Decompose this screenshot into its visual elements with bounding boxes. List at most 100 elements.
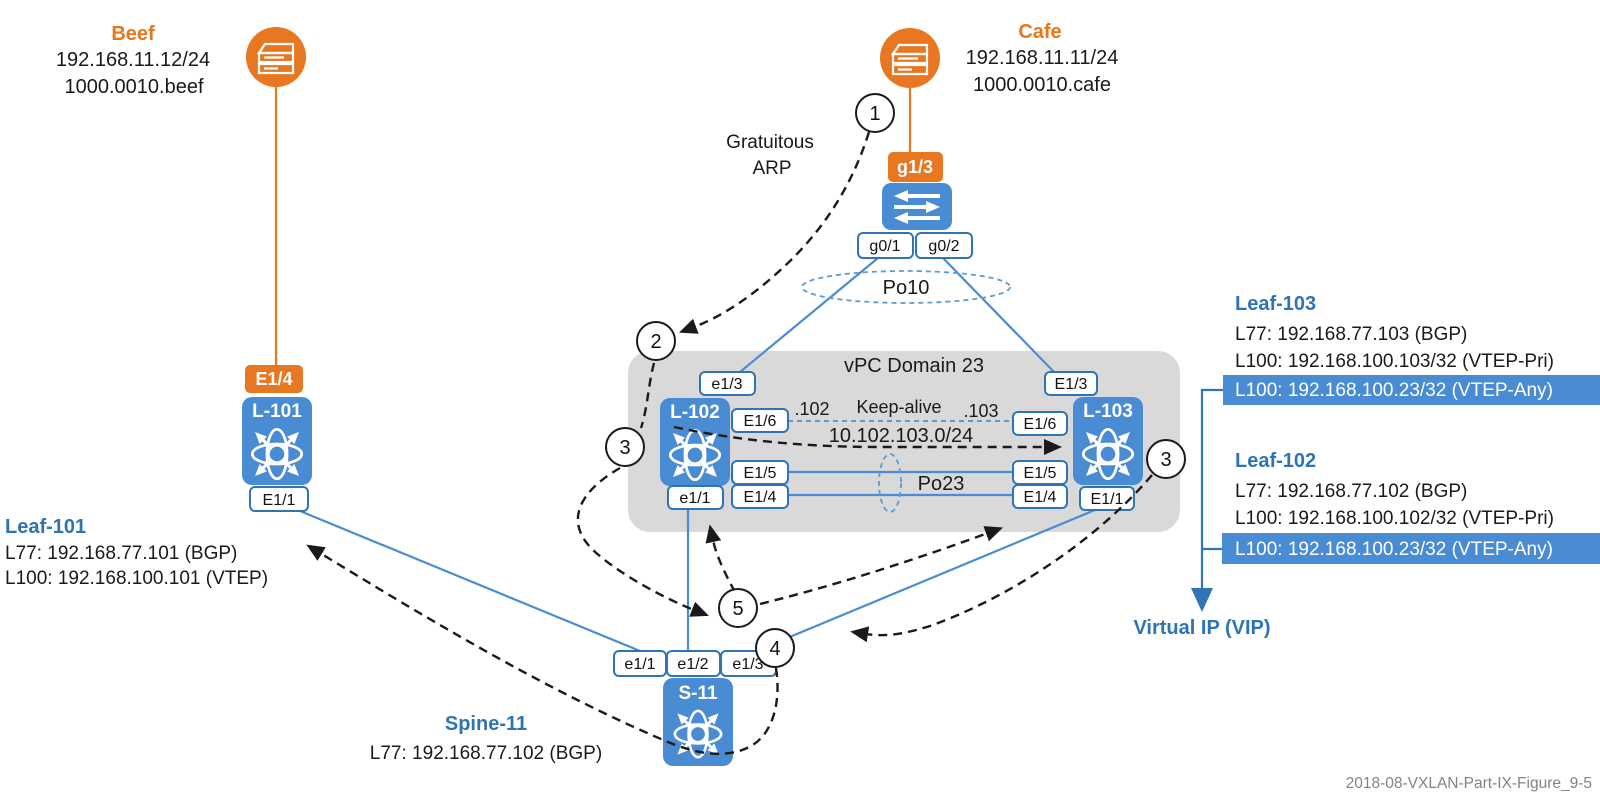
svg-text:E1/1: E1/1 xyxy=(263,492,296,509)
leaf103-line1: L77: 192.168.77.103 (BGP) xyxy=(1235,324,1467,345)
svg-text:3: 3 xyxy=(619,437,630,459)
l102-body xyxy=(660,398,730,486)
port-boxes: g0/1 g0/2 e1/3 E1/6 E1/5 E1/4 e1/1 E1/3 xyxy=(249,232,1135,677)
svg-text:1: 1 xyxy=(869,103,880,125)
peer-link-subnet-label: 10.102.103.0/24 xyxy=(829,425,974,447)
svg-text:e1/3: e1/3 xyxy=(711,376,742,393)
step-circle-2: 2 xyxy=(636,321,676,361)
step-circle-5: 5 xyxy=(718,588,758,628)
svg-text:e1/1: e1/1 xyxy=(624,656,655,673)
spine11-info-block: Spine-11 L77: 192.168.77.102 (BGP) xyxy=(370,713,602,764)
port-l102-e13: e1/3 xyxy=(699,371,756,396)
host-beef-icon xyxy=(246,27,306,87)
po10-ellipse xyxy=(801,270,1011,304)
svg-text:E1/1: E1/1 xyxy=(1091,491,1124,508)
beef-mac: 1000.0010.beef xyxy=(64,76,203,98)
svg-text:e1/2: e1/2 xyxy=(677,656,708,673)
po10-label: Po10 xyxy=(883,277,930,299)
vip-arrowhead xyxy=(1191,588,1213,612)
link-l101-spine xyxy=(299,509,641,653)
beef-name: Beef xyxy=(111,23,155,45)
cafe-ip: 192.168.11.11/24 xyxy=(966,47,1119,69)
port-l102-e15: E1/5 xyxy=(731,460,789,485)
svg-text:4: 4 xyxy=(769,638,780,660)
link-g01-l102 xyxy=(739,257,879,373)
keepalive-label: Keep-alive xyxy=(856,397,941,417)
svg-text:e1/1: e1/1 xyxy=(679,490,710,507)
port-g02: g0/2 xyxy=(915,232,973,259)
l103-label: L-103 xyxy=(1083,401,1133,422)
po23-label: Po23 xyxy=(918,473,965,495)
port-l101-e11: E1/1 xyxy=(249,486,309,512)
vip-bracket: Virtual IP (VIP) xyxy=(1133,388,1271,639)
port-l103-e13: E1/3 xyxy=(1044,371,1098,396)
port-l101-e14: E1/4 xyxy=(245,365,303,393)
leaf103-name: Leaf-103 xyxy=(1235,293,1316,315)
spine11-name: Spine-11 xyxy=(445,713,527,735)
svg-text:2: 2 xyxy=(650,331,661,353)
host-beef-text: Beef 192.168.11.12/24 1000.0010.beef xyxy=(56,23,210,98)
l101-body xyxy=(242,397,312,485)
leaf102-line1: L77: 192.168.77.102 (BGP) xyxy=(1235,481,1467,502)
svg-text:E1/5: E1/5 xyxy=(1024,465,1057,482)
svg-text:e1/3: e1/3 xyxy=(732,656,763,673)
spine11-line1: L77: 192.168.77.102 (BGP) xyxy=(370,743,602,764)
cafe-mac: 1000.0010.cafe xyxy=(973,74,1111,96)
cafe-name: Cafe xyxy=(1018,21,1061,43)
svg-text:5: 5 xyxy=(732,598,743,620)
peer-link-sync-arrow xyxy=(673,425,1062,455)
step-circle-3-left: 3 xyxy=(605,427,645,467)
spine-to-l101-arrow xyxy=(306,544,779,756)
svg-text:g0/2: g0/2 xyxy=(928,238,959,255)
svg-text:E1/4: E1/4 xyxy=(1024,489,1057,506)
keepalive-right-label: .103 xyxy=(963,401,998,421)
l101-label: L-101 xyxy=(252,401,302,422)
port-s11-e11: e1/1 xyxy=(613,650,667,677)
host-cafe-icon xyxy=(880,28,940,88)
keepalive-left-label: .102 xyxy=(794,399,829,419)
server-icon xyxy=(256,42,295,75)
port-l102-e14: E1/4 xyxy=(731,484,789,509)
port-l103-e14: E1/4 xyxy=(1012,484,1068,509)
switch-l101: L-101 xyxy=(242,397,312,485)
l102-to-spine-arrow xyxy=(576,466,709,617)
garp-annotation: Gratuitous ARP xyxy=(726,132,814,179)
switch-l102: L-102 xyxy=(660,398,730,486)
svg-text:g1/3: g1/3 xyxy=(897,157,933,177)
svg-text:g0/1: g0/1 xyxy=(869,238,900,255)
step-circles: 1 2 3 3 4 5 xyxy=(605,93,1186,668)
svg-text:E1/3: E1/3 xyxy=(1055,376,1088,393)
step-circle-1: 1 xyxy=(855,93,895,133)
l103-to-spine-arrow xyxy=(850,474,1153,643)
garp-flow-arrow xyxy=(679,131,871,334)
leaf102-highlight-row xyxy=(1222,533,1600,564)
port-s11-e12: e1/2 xyxy=(666,650,721,677)
leaf102-info-block: Leaf-102 L77: 192.168.77.102 (BGP) L100:… xyxy=(1222,450,1600,564)
leaf101-info-block: Leaf-101 L77: 192.168.77.101 (BGP) L100:… xyxy=(5,516,268,589)
svg-text:E1/6: E1/6 xyxy=(1024,416,1057,433)
po23-ellipse xyxy=(878,453,902,513)
port-g13: g1/3 xyxy=(888,152,943,182)
vip-label: Virtual IP (VIP) xyxy=(1133,617,1270,639)
port-l103-e11: E1/1 xyxy=(1079,486,1135,511)
access-switch xyxy=(882,183,952,230)
flow-step2-to-3 xyxy=(639,362,656,429)
port-l103-e15: E1/5 xyxy=(1012,460,1068,485)
server-icon xyxy=(890,43,929,76)
flow-arrows xyxy=(306,131,1153,756)
svg-text:ARP: ARP xyxy=(752,158,791,179)
leaf103-line2: L100: 192.168.100.103/32 (VTEP-Pri) xyxy=(1235,351,1554,372)
svg-text:E1/5: E1/5 xyxy=(744,465,777,482)
s11-label: S-11 xyxy=(678,683,718,704)
leaf103-info-block: Leaf-103 L77: 192.168.77.103 (BGP) L100:… xyxy=(1223,293,1600,405)
svg-text:E1/6: E1/6 xyxy=(744,413,777,430)
leaf101-line2: L100: 192.168.100.101 (VTEP) xyxy=(5,568,268,589)
port-l103-e16: E1/6 xyxy=(1012,411,1068,436)
port-g01: g0/1 xyxy=(857,232,914,259)
leaf102-name: Leaf-102 xyxy=(1235,450,1316,472)
beef-ip: 192.168.11.12/24 xyxy=(56,49,210,71)
leaf101-line1: L77: 192.168.77.101 (BGP) xyxy=(5,543,237,564)
link-l103-spine xyxy=(755,508,1096,653)
